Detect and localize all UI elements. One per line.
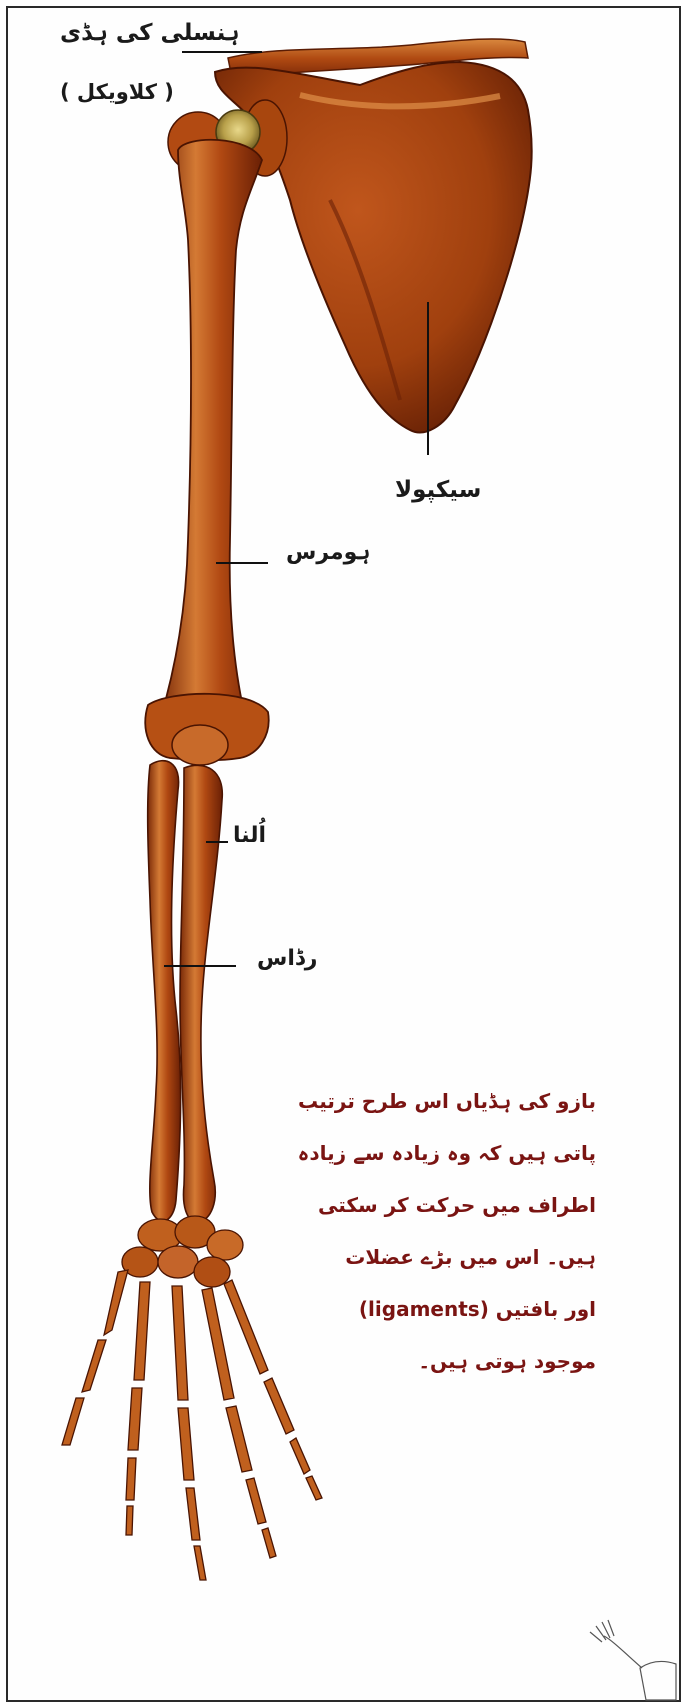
humerus-bone: [160, 140, 262, 720]
humerus-label: ہومرس: [286, 540, 370, 565]
ulna-bone: [180, 765, 222, 1222]
description-line: اطراف میں حرکت کر سکتی: [296, 1179, 596, 1231]
ulna-label: اُلنا: [233, 823, 266, 848]
carpal-bones: [122, 1216, 243, 1287]
description-line: بازو کی ہڈیاں اس طرح ترتیب: [296, 1075, 596, 1127]
finger-bones: [62, 1270, 322, 1580]
description-line: موجود ہوتی ہیں۔: [296, 1335, 596, 1387]
elbow-joint: [145, 694, 268, 765]
scapula-bone: [215, 62, 532, 432]
corner-hand-sketch-icon: [590, 1620, 676, 1700]
radius-bone: [148, 761, 181, 1221]
clavicle-label: ہنسلی کی ہڈی: [60, 20, 239, 46]
description-text: بازو کی ہڈیاں اس طرح ترتیب پاتی ہیں کہ و…: [296, 1075, 596, 1387]
description-line: ہیں۔ اس میں بڑے عضلات: [296, 1231, 596, 1283]
scapula-label: سیکپولا: [395, 477, 481, 503]
description-line: پاتی ہیں کہ وہ زیادہ سے زیادہ: [296, 1127, 596, 1179]
description-line: اور بافتیں (ligaments): [296, 1283, 596, 1335]
clavicle-sublabel: ( کلاویکل ): [60, 80, 174, 104]
radius-label: رڈاس: [257, 946, 317, 971]
